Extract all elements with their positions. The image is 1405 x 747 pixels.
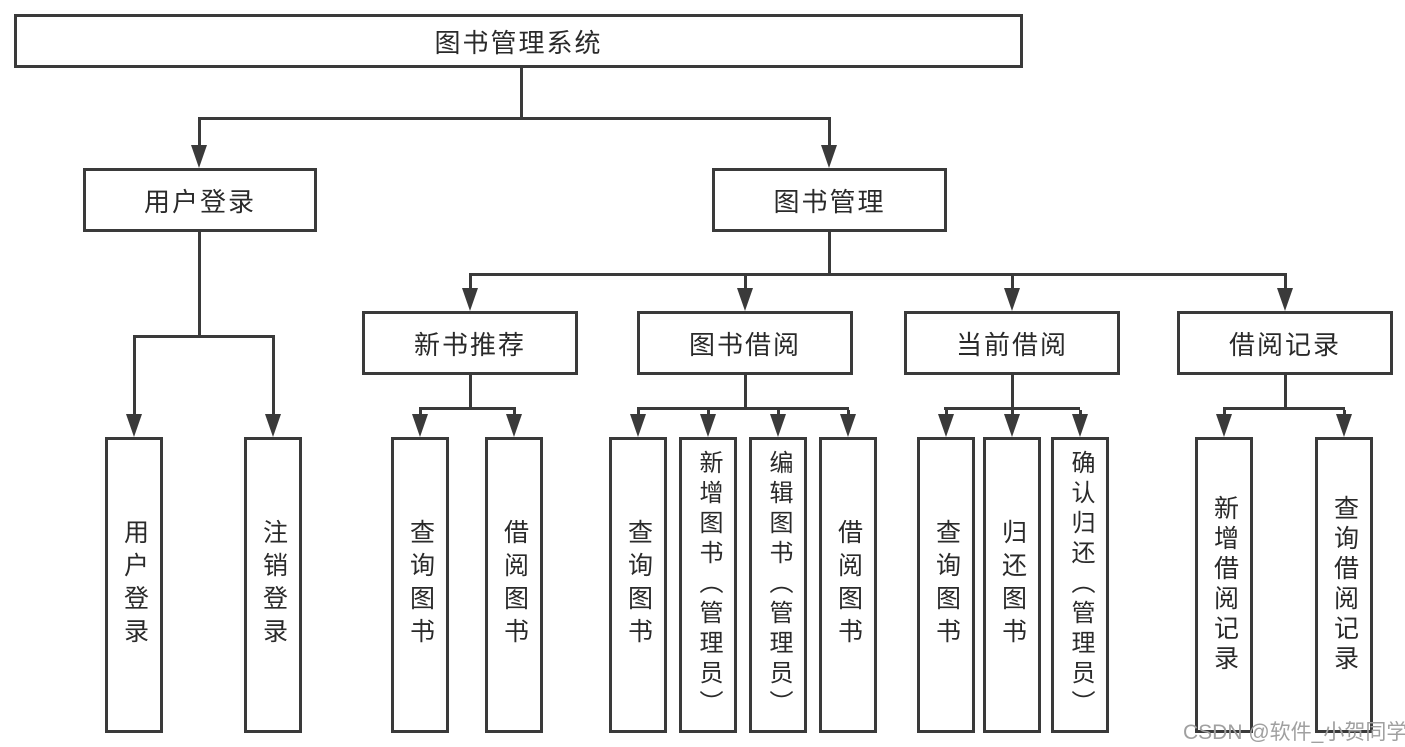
leaf-query-books-current: 查询图书: [917, 437, 975, 733]
arrow-down-icon: [1277, 276, 1293, 311]
arrow-down-icon: [1004, 410, 1020, 437]
leaf-logout-label: 注销登录: [259, 519, 288, 651]
connector-line: [198, 232, 201, 338]
leaf-edit-book-admin-label: 编辑图书（管理员）: [765, 450, 792, 720]
connector-line: [1223, 407, 1345, 410]
node-book-management: 图书管理: [712, 168, 947, 232]
leaf-return-book: 归还图书: [983, 437, 1041, 733]
connector-line: [828, 232, 831, 276]
watermark: CSDN @软件_小贺同学: [1183, 721, 1405, 744]
node-book-management-label: 图书管理: [773, 186, 886, 217]
leaf-borrow-books-label: 借阅图书: [834, 519, 863, 651]
node-book-borrowing: 图书借阅: [637, 311, 853, 375]
connector-line: [419, 407, 516, 410]
node-current-borrowing-label: 当前借阅: [955, 329, 1068, 360]
leaf-query-borrow-record-label: 查询借阅记录: [1330, 495, 1359, 675]
connector-line: [469, 375, 472, 410]
node-borrowing-records-label: 借阅记录: [1228, 329, 1341, 360]
leaf-return-book-label: 归还图书: [998, 519, 1027, 651]
leaf-borrow-books-new: 借阅图书: [485, 437, 543, 733]
connector-line: [744, 375, 747, 410]
node-root-label: 图书管理系统: [434, 27, 603, 58]
arrow-down-icon: [840, 410, 856, 437]
leaf-user-login: 用户登录: [105, 437, 163, 733]
leaf-confirm-return-admin: 确认归还（管理员）: [1051, 437, 1109, 733]
leaf-query-books-new-label: 查询图书: [406, 519, 435, 651]
connector-line: [520, 67, 523, 120]
arrow-down-icon: [1336, 410, 1352, 437]
arrow-down-icon: [126, 338, 142, 437]
connector-line: [944, 407, 1080, 410]
connector-line: [198, 117, 831, 120]
leaf-query-books-borrow: 查询图书: [609, 437, 667, 733]
arrow-down-icon: [821, 120, 837, 168]
leaf-query-books-new: 查询图书: [391, 437, 449, 733]
arrow-down-icon: [1004, 276, 1020, 311]
connector-line: [637, 407, 849, 410]
leaf-add-book-admin: 新增图书（管理员）: [679, 437, 737, 733]
arrow-down-icon: [770, 410, 786, 437]
arrow-down-icon: [265, 338, 281, 437]
connector-line: [1284, 375, 1287, 410]
connector-line: [469, 273, 1287, 276]
node-book-borrowing-label: 图书借阅: [688, 329, 801, 360]
arrow-down-icon: [462, 276, 478, 311]
arrow-down-icon: [630, 410, 646, 437]
node-borrowing-records: 借阅记录: [1177, 311, 1393, 375]
leaf-add-book-admin-label: 新增图书（管理员）: [695, 450, 722, 720]
leaf-borrow-books: 借阅图书: [819, 437, 877, 733]
connector-line: [133, 335, 275, 338]
arrow-down-icon: [191, 120, 207, 168]
node-new-books: 新书推荐: [362, 311, 578, 375]
leaf-logout: 注销登录: [244, 437, 302, 733]
leaf-edit-book-admin: 编辑图书（管理员）: [749, 437, 807, 733]
leaf-user-login-label: 用户登录: [120, 519, 149, 651]
leaf-query-borrow-record: 查询借阅记录: [1315, 437, 1373, 733]
arrow-down-icon: [700, 410, 716, 437]
arrow-down-icon: [938, 410, 954, 437]
leaf-add-borrow-record-label: 新增借阅记录: [1210, 495, 1239, 675]
arrow-down-icon: [737, 276, 753, 311]
arrow-down-icon: [506, 410, 522, 437]
node-user-login: 用户登录: [83, 168, 317, 232]
connector-line: [1011, 375, 1014, 410]
node-user-login-label: 用户登录: [143, 186, 256, 217]
leaf-add-borrow-record: 新增借阅记录: [1195, 437, 1253, 733]
arrow-down-icon: [1072, 410, 1088, 437]
leaf-query-books-current-label: 查询图书: [932, 519, 961, 651]
arrow-down-icon: [1216, 410, 1232, 437]
leaf-query-books-borrow-label: 查询图书: [624, 519, 653, 651]
arrow-down-icon: [412, 410, 428, 437]
node-new-books-label: 新书推荐: [413, 329, 526, 360]
leaf-borrow-books-new-label: 借阅图书: [500, 519, 529, 651]
node-root: 图书管理系统: [14, 14, 1023, 68]
leaf-confirm-return-admin-label: 确认归还（管理员）: [1067, 450, 1094, 720]
node-current-borrowing: 当前借阅: [904, 311, 1120, 375]
